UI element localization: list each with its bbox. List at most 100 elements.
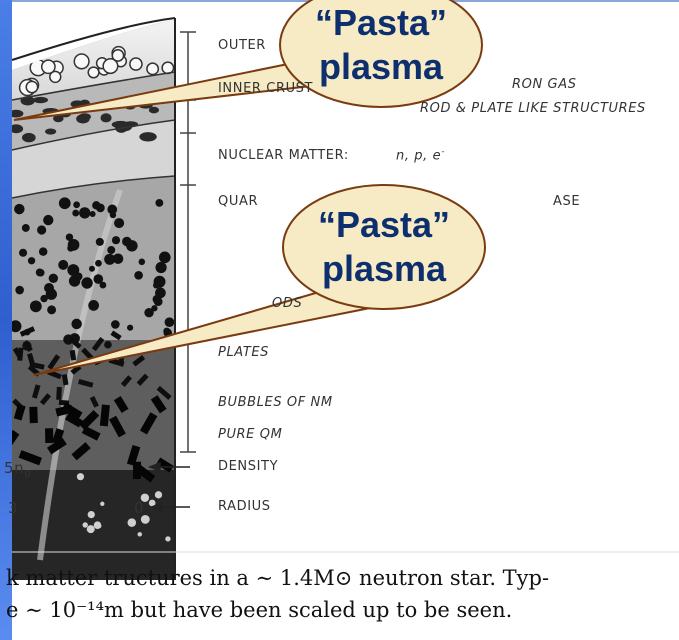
quark-droplet	[93, 274, 103, 284]
quark-droplet	[36, 269, 44, 277]
quark-droplet	[49, 274, 58, 283]
quark-droplet	[14, 204, 24, 214]
caption-line-2: e ∼ 10⁻¹⁴m but have been scaled up to be…	[6, 598, 512, 622]
quark-droplet	[79, 207, 90, 218]
nm-bubble	[88, 511, 95, 518]
slide-border-strip	[0, 0, 12, 640]
quark-droplet	[37, 225, 46, 234]
inner-crust-cluster	[101, 113, 112, 122]
quark-droplet	[112, 236, 120, 244]
label-neutron-gas: RON GAS	[512, 77, 577, 92]
quark-droplet	[95, 260, 102, 267]
label-quark-phase-suffix: ASE	[553, 194, 580, 209]
quark-droplet	[30, 300, 42, 312]
nm-bubble	[87, 525, 95, 533]
outer-crust-nucleus	[42, 60, 55, 73]
quark-droplet	[159, 252, 171, 264]
outer-crust-nucleus	[147, 63, 158, 74]
inner-crust-cluster	[22, 133, 36, 142]
label-plates: PLATES	[218, 345, 269, 360]
quark-droplet	[68, 239, 80, 251]
quark-droplet	[73, 201, 80, 208]
quark-droplet	[163, 328, 170, 335]
quark-droplet	[134, 271, 143, 280]
quark-droplet	[58, 260, 68, 270]
quark-droplet	[122, 237, 132, 247]
nm-bubble	[165, 536, 170, 541]
label-nuclear-matter: NUCLEAR MATTER:	[218, 148, 349, 163]
plate-structure	[29, 407, 38, 423]
outer-crust-nucleus	[74, 54, 89, 69]
callout-bottom-line2: plasma	[284, 247, 484, 291]
nm-bubble	[97, 524, 102, 529]
quark-droplet	[44, 283, 54, 293]
outer-crust-nucleus	[112, 50, 123, 61]
label-rod-plate: ROD & PLATE LIKE STRUCTURES	[420, 101, 646, 116]
label-rods: ODS	[272, 296, 302, 311]
radius-zero: 0	[134, 499, 144, 517]
quark-droplet	[127, 325, 133, 331]
quark-droplet	[96, 238, 104, 246]
density-label: DENSITY	[218, 459, 278, 474]
label-quark-phase-prefix: QUAR	[218, 194, 258, 209]
density-value: 5n0	[4, 459, 31, 480]
quark-droplet	[155, 262, 166, 273]
quark-droplet	[22, 224, 30, 232]
inner-crust-cluster	[45, 128, 56, 134]
quark-droplet	[155, 288, 166, 299]
quark-droplet	[144, 308, 153, 317]
quark-droplet	[28, 257, 35, 264]
outer-crust-nucleus	[130, 58, 142, 70]
quark-droplet	[15, 286, 24, 295]
radius-label: RADIUS	[218, 499, 271, 514]
callout-bottom-line1: “Pasta”	[284, 203, 484, 247]
plate-structure	[45, 428, 53, 443]
quark-droplet	[19, 249, 27, 257]
quark-droplet	[153, 282, 160, 289]
quark-droplet	[111, 320, 120, 329]
quark-droplet	[71, 319, 81, 329]
nm-bubble	[83, 522, 88, 527]
outer-crust-nucleus	[88, 67, 99, 78]
caption-line-1: k matter tructures in a ∼ 1.4M⊙ neutron …	[6, 566, 549, 590]
nm-bubble	[128, 518, 137, 527]
quark-droplet	[39, 247, 48, 256]
quark-droplet	[43, 215, 53, 225]
quark-droplet	[59, 197, 71, 209]
inner-crust-cluster	[79, 113, 91, 120]
label-nuclear-particles: n, p, e-	[396, 147, 445, 163]
label-bubbles: BUBBLES OF NM	[218, 395, 333, 410]
callout-top-line1: “Pasta”	[281, 1, 481, 45]
nm-bubble	[100, 502, 104, 506]
quark-droplet	[165, 317, 175, 327]
quark-droplet	[81, 277, 92, 288]
radius-left-value: 3	[8, 499, 18, 517]
label-pure-qm: PURE QM	[218, 427, 282, 442]
rod-structure	[56, 387, 62, 400]
inner-crust-cluster	[33, 97, 48, 103]
quark-droplet	[89, 266, 95, 272]
label-outer: OUTER	[218, 38, 266, 53]
plate-structure	[133, 462, 141, 479]
outer-crust-nucleus	[26, 81, 37, 92]
nm-bubble	[77, 473, 84, 480]
quark-droplet	[75, 273, 83, 281]
callout-bottom-text: “Pasta” plasma	[284, 203, 484, 291]
quark-droplet	[104, 254, 115, 265]
quark-droplet	[47, 305, 56, 314]
quark-droplet	[107, 246, 115, 254]
quark-droplet	[154, 297, 163, 306]
quark-droplet	[114, 218, 124, 228]
nm-bubble	[155, 491, 162, 498]
callout-top-line2: plasma	[281, 45, 481, 89]
quark-droplet	[96, 204, 105, 213]
quark-droplet	[72, 210, 79, 217]
quark-droplet	[107, 205, 117, 215]
quark-droplet	[90, 211, 96, 217]
inner-crust-cluster	[139, 132, 156, 141]
quark-droplet	[104, 341, 112, 349]
callout-top-text: “Pasta” plasma	[281, 1, 481, 89]
quark-droplet	[155, 199, 163, 207]
quark-droplet	[139, 259, 146, 266]
